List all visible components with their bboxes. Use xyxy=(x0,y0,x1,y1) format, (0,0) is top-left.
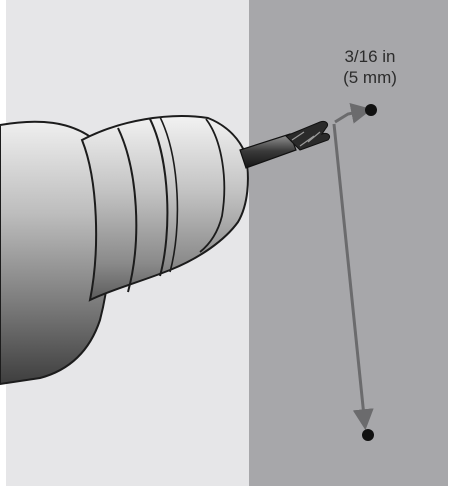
drill-bit-shank xyxy=(239,133,297,169)
drill-chuck xyxy=(80,115,249,302)
measurement-bracket xyxy=(334,102,373,124)
measurement-metric: (5 mm) xyxy=(343,68,397,87)
drill-bit-flute-highlights xyxy=(291,131,321,147)
chuck-ring-1 xyxy=(117,127,138,293)
measurement-label: 3/16 in (5 mm) xyxy=(300,46,440,88)
top-drill-mark xyxy=(365,104,377,116)
measurement-imperial: 3/16 in xyxy=(344,47,396,66)
measurement-arrow xyxy=(332,123,374,431)
chuck-ring-3 xyxy=(159,116,179,273)
drill-bit-flutes xyxy=(285,121,331,151)
wall-surface xyxy=(249,0,448,486)
bottom-drill-mark xyxy=(362,429,374,441)
chuck-nose xyxy=(199,118,226,253)
chuck-ring-2 xyxy=(149,118,169,277)
